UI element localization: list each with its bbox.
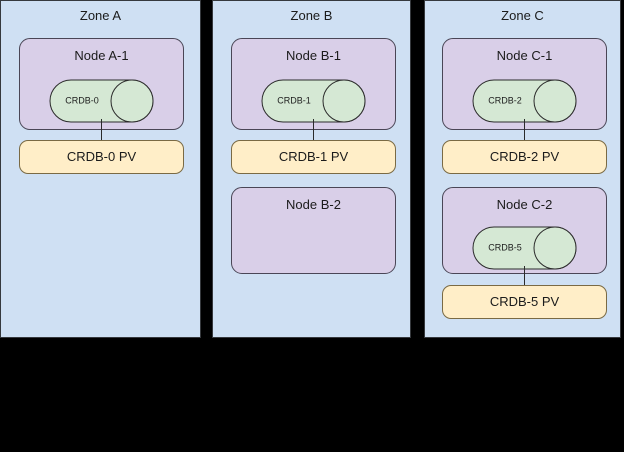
database-icon-crdb-1: CRDB-1 [261, 79, 366, 123]
zone-c-title: Zone C [501, 8, 544, 23]
zone-b-title: Zone B [290, 8, 333, 23]
pv-crdb-1-label: CRDB-1 PV [278, 149, 349, 164]
pv-crdb-5: CRDB-5 PV [442, 285, 607, 319]
database-label-crdb-2: CRDB-2 [488, 95, 522, 106]
pv-crdb-1: CRDB-1 PV [231, 140, 396, 174]
node-b-2-title: Node B-2 [286, 197, 341, 212]
zone-a: Zone A Node A-1 CRDB-0 CRDB-0 PV [0, 0, 201, 338]
node-a-1: Node A-1 CRDB-0 [19, 38, 184, 130]
pv-crdb-0-label: CRDB-0 PV [66, 149, 137, 164]
node-b-1: Node B-1 CRDB-1 [231, 38, 396, 130]
pv-crdb-2: CRDB-2 PV [442, 140, 607, 174]
database-icon-crdb-0: CRDB-0 [49, 79, 154, 123]
node-c-1: Node C-1 CRDB-2 [442, 38, 607, 130]
node-b-2: Node B-2 [231, 187, 396, 274]
connector-node-a-1-to-crdb-0-pv [101, 119, 102, 140]
node-a-1-title: Node A-1 [74, 48, 129, 63]
pv-crdb-5-label: CRDB-5 PV [489, 294, 560, 309]
connector-node-b-1-to-crdb-1-pv [313, 119, 314, 140]
connector-node-c-2-to-crdb-5-pv [524, 266, 525, 285]
database-icon-crdb-5: CRDB-5 [472, 226, 577, 270]
connector-node-c-1-to-crdb-2-pv [524, 119, 525, 140]
zone-b: Zone B Node B-1 CRDB-1 CRDB-1 PV Node B-… [212, 0, 411, 338]
database-label-crdb-0: CRDB-0 [65, 95, 99, 106]
pv-crdb-2-label: CRDB-2 PV [489, 149, 560, 164]
zone-a-title: Zone A [79, 8, 122, 23]
database-label-crdb-1: CRDB-1 [277, 95, 311, 106]
node-c-1-title: Node C-1 [496, 48, 553, 63]
database-icon-crdb-2: CRDB-2 [472, 79, 577, 123]
node-b-1-title: Node B-1 [286, 48, 341, 63]
database-label-crdb-5: CRDB-5 [488, 242, 522, 253]
pv-crdb-0: CRDB-0 PV [19, 140, 184, 174]
zone-c: Zone C Node C-1 CRDB-2 CRDB-2 PV Node C-… [424, 0, 621, 338]
node-c-2: Node C-2 CRDB-5 [442, 187, 607, 274]
node-c-2-title: Node C-2 [496, 197, 553, 212]
